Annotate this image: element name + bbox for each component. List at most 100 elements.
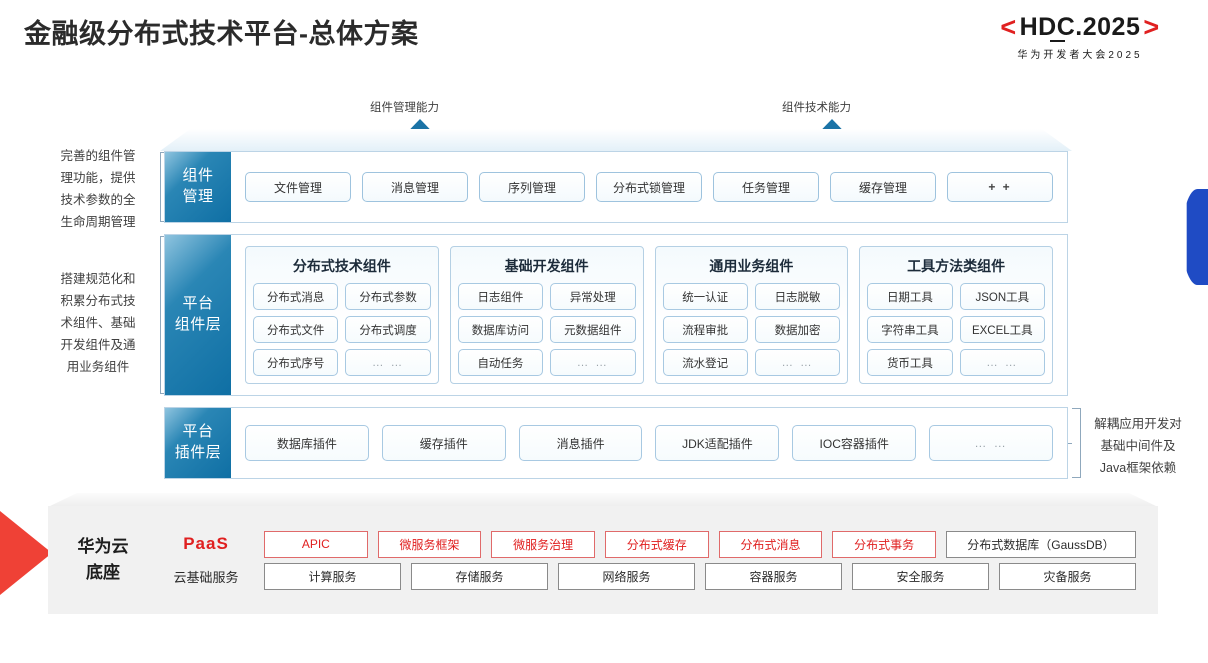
group-title-distributed-tech: 分布式技术组件: [292, 258, 391, 274]
cell-more-general-business[interactable]: … …: [754, 349, 841, 376]
base-plate-top-face: [48, 493, 1158, 507]
cell-more-distributed-tech[interactable]: … …: [345, 349, 431, 376]
cell-metadata-component[interactable]: 元数据组件: [550, 316, 636, 343]
note-component-management: 完善的组件管 理功能，提供 技术参数的全 生命周期管理: [60, 149, 136, 229]
service-compute[interactable]: 计算服务: [264, 562, 401, 590]
plugin-cache[interactable]: 缓存插件: [381, 425, 506, 461]
base-title: 华为云 底座: [48, 534, 158, 587]
group-title-utility-methods: 工具方法类组件: [907, 258, 1006, 274]
service-distributed-cache[interactable]: 分布式缓存: [604, 530, 709, 558]
cell-currency-util[interactable]: 货币工具: [867, 349, 953, 376]
plugin-more[interactable]: … …: [929, 425, 1053, 461]
cell-exception-handling[interactable]: 异常处理: [550, 283, 636, 310]
chip-add-more[interactable]: + +: [947, 172, 1053, 202]
logo-left-bracket-icon: <: [1000, 12, 1017, 42]
cell-date-util[interactable]: 日期工具: [867, 283, 953, 310]
cell-more-basic-dev[interactable]: … …: [550, 349, 636, 376]
group-utility-methods: 工具方法类组件 日期工具 JSON工具 字符串工具 EXCEL工具 货币工具 ……: [859, 246, 1053, 384]
layer-tab-line-2: 组件层: [174, 316, 222, 333]
layer-tab-platform-component[interactable]: 平台 组件层: [165, 235, 231, 395]
layer-platform-plugin: 平台 插件层 数据库插件 缓存插件 消息插件 JDK适配插件 IOC容器插件 ……: [164, 407, 1068, 479]
group-title-basic-dev: 基础开发组件: [504, 258, 589, 274]
group-basic-dev: 基础开发组件 日志组件 异常处理 数据库访问 元数据组件 自动任务 … …: [449, 246, 644, 384]
chip-cache-management[interactable]: 缓存管理: [830, 172, 936, 202]
service-distributed-message[interactable]: 分布式消息: [718, 530, 823, 558]
base-plate-huawei-cloud: 华为云 底座 PaaS APIC 微服务框架 微服务治理 分布式缓存 分布式消息…: [48, 506, 1158, 614]
service-microservice-governance[interactable]: 微服务治理: [491, 530, 595, 558]
plugin-message[interactable]: 消息插件: [518, 425, 643, 461]
cell-distributed-message[interactable]: 分布式消息: [253, 283, 339, 310]
group-distributed-tech: 分布式技术组件 分布式消息 分布式参数 分布式文件 分布式调度 分布式序号 … …: [245, 246, 439, 384]
service-distributed-transaction[interactable]: 分布式事务: [832, 530, 936, 558]
group-grid-basic-dev: 日志组件 异常处理 数据库访问 元数据组件 自动任务 … …: [457, 283, 636, 376]
logo-text: HDC.2025: [1019, 13, 1141, 42]
cell-database-access[interactable]: 数据库访问: [457, 316, 544, 343]
base-row-paas: PaaS APIC 微服务框架 微服务治理 分布式缓存 分布式消息 分布式事务 …: [158, 530, 1136, 558]
service-microservice-framework[interactable]: 微服务框架: [377, 530, 482, 558]
red-wedge-decoration-icon: [0, 511, 52, 595]
component-management-chip-row: 文件管理 消息管理 序列管理 分布式锁管理 任务管理 缓存管理 + +: [241, 172, 1057, 202]
cell-more-utility[interactable]: … …: [959, 349, 1045, 376]
layer-tab-line-1: 平台: [182, 423, 214, 441]
layer-tab-platform-plugin[interactable]: 平台 插件层: [165, 408, 231, 478]
service-security[interactable]: 安全服务: [852, 562, 989, 590]
cell-transaction-register[interactable]: 流水登记: [662, 349, 748, 376]
layer-component-management: 组件 管理 文件管理 消息管理 序列管理 分布式锁管理 任务管理 缓存管理 + …: [164, 151, 1068, 223]
layer-platform-component: 平台 组件层 分布式技术组件 分布式消息 分布式参数 分布式文件 分布式调度 分…: [164, 234, 1068, 396]
plugin-database[interactable]: 数据库插件: [245, 425, 369, 461]
page-title: 金融级分布式技术平台-总体方案: [24, 19, 419, 49]
service-distributed-database-gaussdb[interactable]: 分布式数据库（GaussDB）: [945, 530, 1136, 558]
base-row-label-paas: PaaS: [183, 534, 229, 553]
blue-blob-decoration-icon: [1186, 189, 1208, 285]
cell-process-approval[interactable]: 流程审批: [662, 316, 748, 343]
cell-data-encryption[interactable]: 数据加密: [754, 316, 841, 343]
cell-distributed-schedule[interactable]: 分布式调度: [345, 316, 431, 343]
plugin-ioc-container[interactable]: IOC容器插件: [792, 425, 917, 461]
cell-unified-auth[interactable]: 统一认证: [662, 283, 748, 310]
service-disaster-recovery[interactable]: 灾备服务: [999, 562, 1136, 590]
cell-log-component[interactable]: 日志组件: [457, 283, 544, 310]
service-apic[interactable]: APIC: [264, 530, 368, 558]
layer-body-platform-plugin: 数据库插件 缓存插件 消息插件 JDK适配插件 IOC容器插件 … …: [231, 408, 1067, 478]
chip-task-management[interactable]: 任务管理: [713, 172, 819, 202]
layer-tab-line-1: 组件: [182, 167, 214, 185]
service-network[interactable]: 网络服务: [558, 562, 695, 590]
layer-body-platform-component: 分布式技术组件 分布式消息 分布式参数 分布式文件 分布式调度 分布式序号 … …: [231, 235, 1067, 395]
plugin-jdk-adapter[interactable]: JDK适配插件: [655, 425, 780, 461]
cell-json-util[interactable]: JSON工具: [959, 283, 1045, 310]
base-title-line-2: 底座: [86, 563, 120, 582]
group-general-business: 通用业务组件 统一认证 日志脱敏 流程审批 数据加密 流水登记 … …: [654, 246, 849, 384]
component-group-row: 分布式技术组件 分布式消息 分布式参数 分布式文件 分布式调度 分布式序号 … …: [241, 238, 1057, 392]
chip-message-management[interactable]: 消息管理: [362, 172, 468, 202]
cell-distributed-parameter[interactable]: 分布式参数: [345, 283, 431, 310]
base-row-label-cloud-infrastructure: 云基础服务: [173, 569, 239, 585]
service-storage[interactable]: 存储服务: [411, 562, 548, 590]
cell-distributed-file[interactable]: 分布式文件: [253, 316, 339, 343]
cell-excel-util[interactable]: EXCEL工具: [959, 316, 1045, 343]
layer-tab-line-2: 管理: [182, 188, 214, 205]
note-plugin-layer: 解耦应用开发对 基础中间件及 Java框架依赖: [1094, 417, 1182, 475]
service-container[interactable]: 容器服务: [705, 562, 842, 590]
layer-tab-line-1: 平台: [182, 295, 214, 313]
base-row-cloud-infrastructure: 云基础服务 计算服务 存储服务 网络服务 容器服务 安全服务 灾备服务: [158, 562, 1136, 590]
cell-distributed-sequence[interactable]: 分布式序号: [253, 349, 339, 376]
plugin-row: 数据库插件 缓存插件 消息插件 JDK适配插件 IOC容器插件 … …: [241, 425, 1057, 461]
chip-distributed-lock[interactable]: 分布式锁管理: [596, 172, 702, 202]
bracket-plugin-layer-icon: [1067, 408, 1081, 478]
cell-log-desensitization[interactable]: 日志脱敏: [754, 283, 841, 310]
capability-label-component-technology: 组件技术能力: [782, 102, 851, 114]
chip-sequence-management[interactable]: 序列管理: [479, 172, 585, 202]
chip-file-management[interactable]: 文件管理: [245, 172, 351, 202]
group-title-general-business: 通用业务组件: [709, 258, 794, 274]
layer-body-component-management: 文件管理 消息管理 序列管理 分布式锁管理 任务管理 缓存管理 + +: [231, 152, 1067, 222]
group-grid-utility-methods: 日期工具 JSON工具 字符串工具 EXCEL工具 货币工具 … …: [867, 283, 1045, 376]
note-platform-components: 搭建规范化和 积累分布式技 术组件、基础 开发组件及通 用业务组件: [60, 272, 136, 374]
cell-auto-task[interactable]: 自动任务: [457, 349, 544, 376]
layer-tab-component-management[interactable]: 组件 管理: [165, 152, 231, 222]
cell-string-util[interactable]: 字符串工具: [867, 316, 953, 343]
layer-tab-line-2: 插件层: [174, 444, 222, 461]
stack-top-plate: [160, 129, 1072, 151]
hdc-logo: < HDC.2025 > 华为开发者大会2025: [964, 12, 1196, 62]
group-grid-distributed-tech: 分布式消息 分布式参数 分布式文件 分布式调度 分布式序号 … …: [253, 283, 431, 376]
